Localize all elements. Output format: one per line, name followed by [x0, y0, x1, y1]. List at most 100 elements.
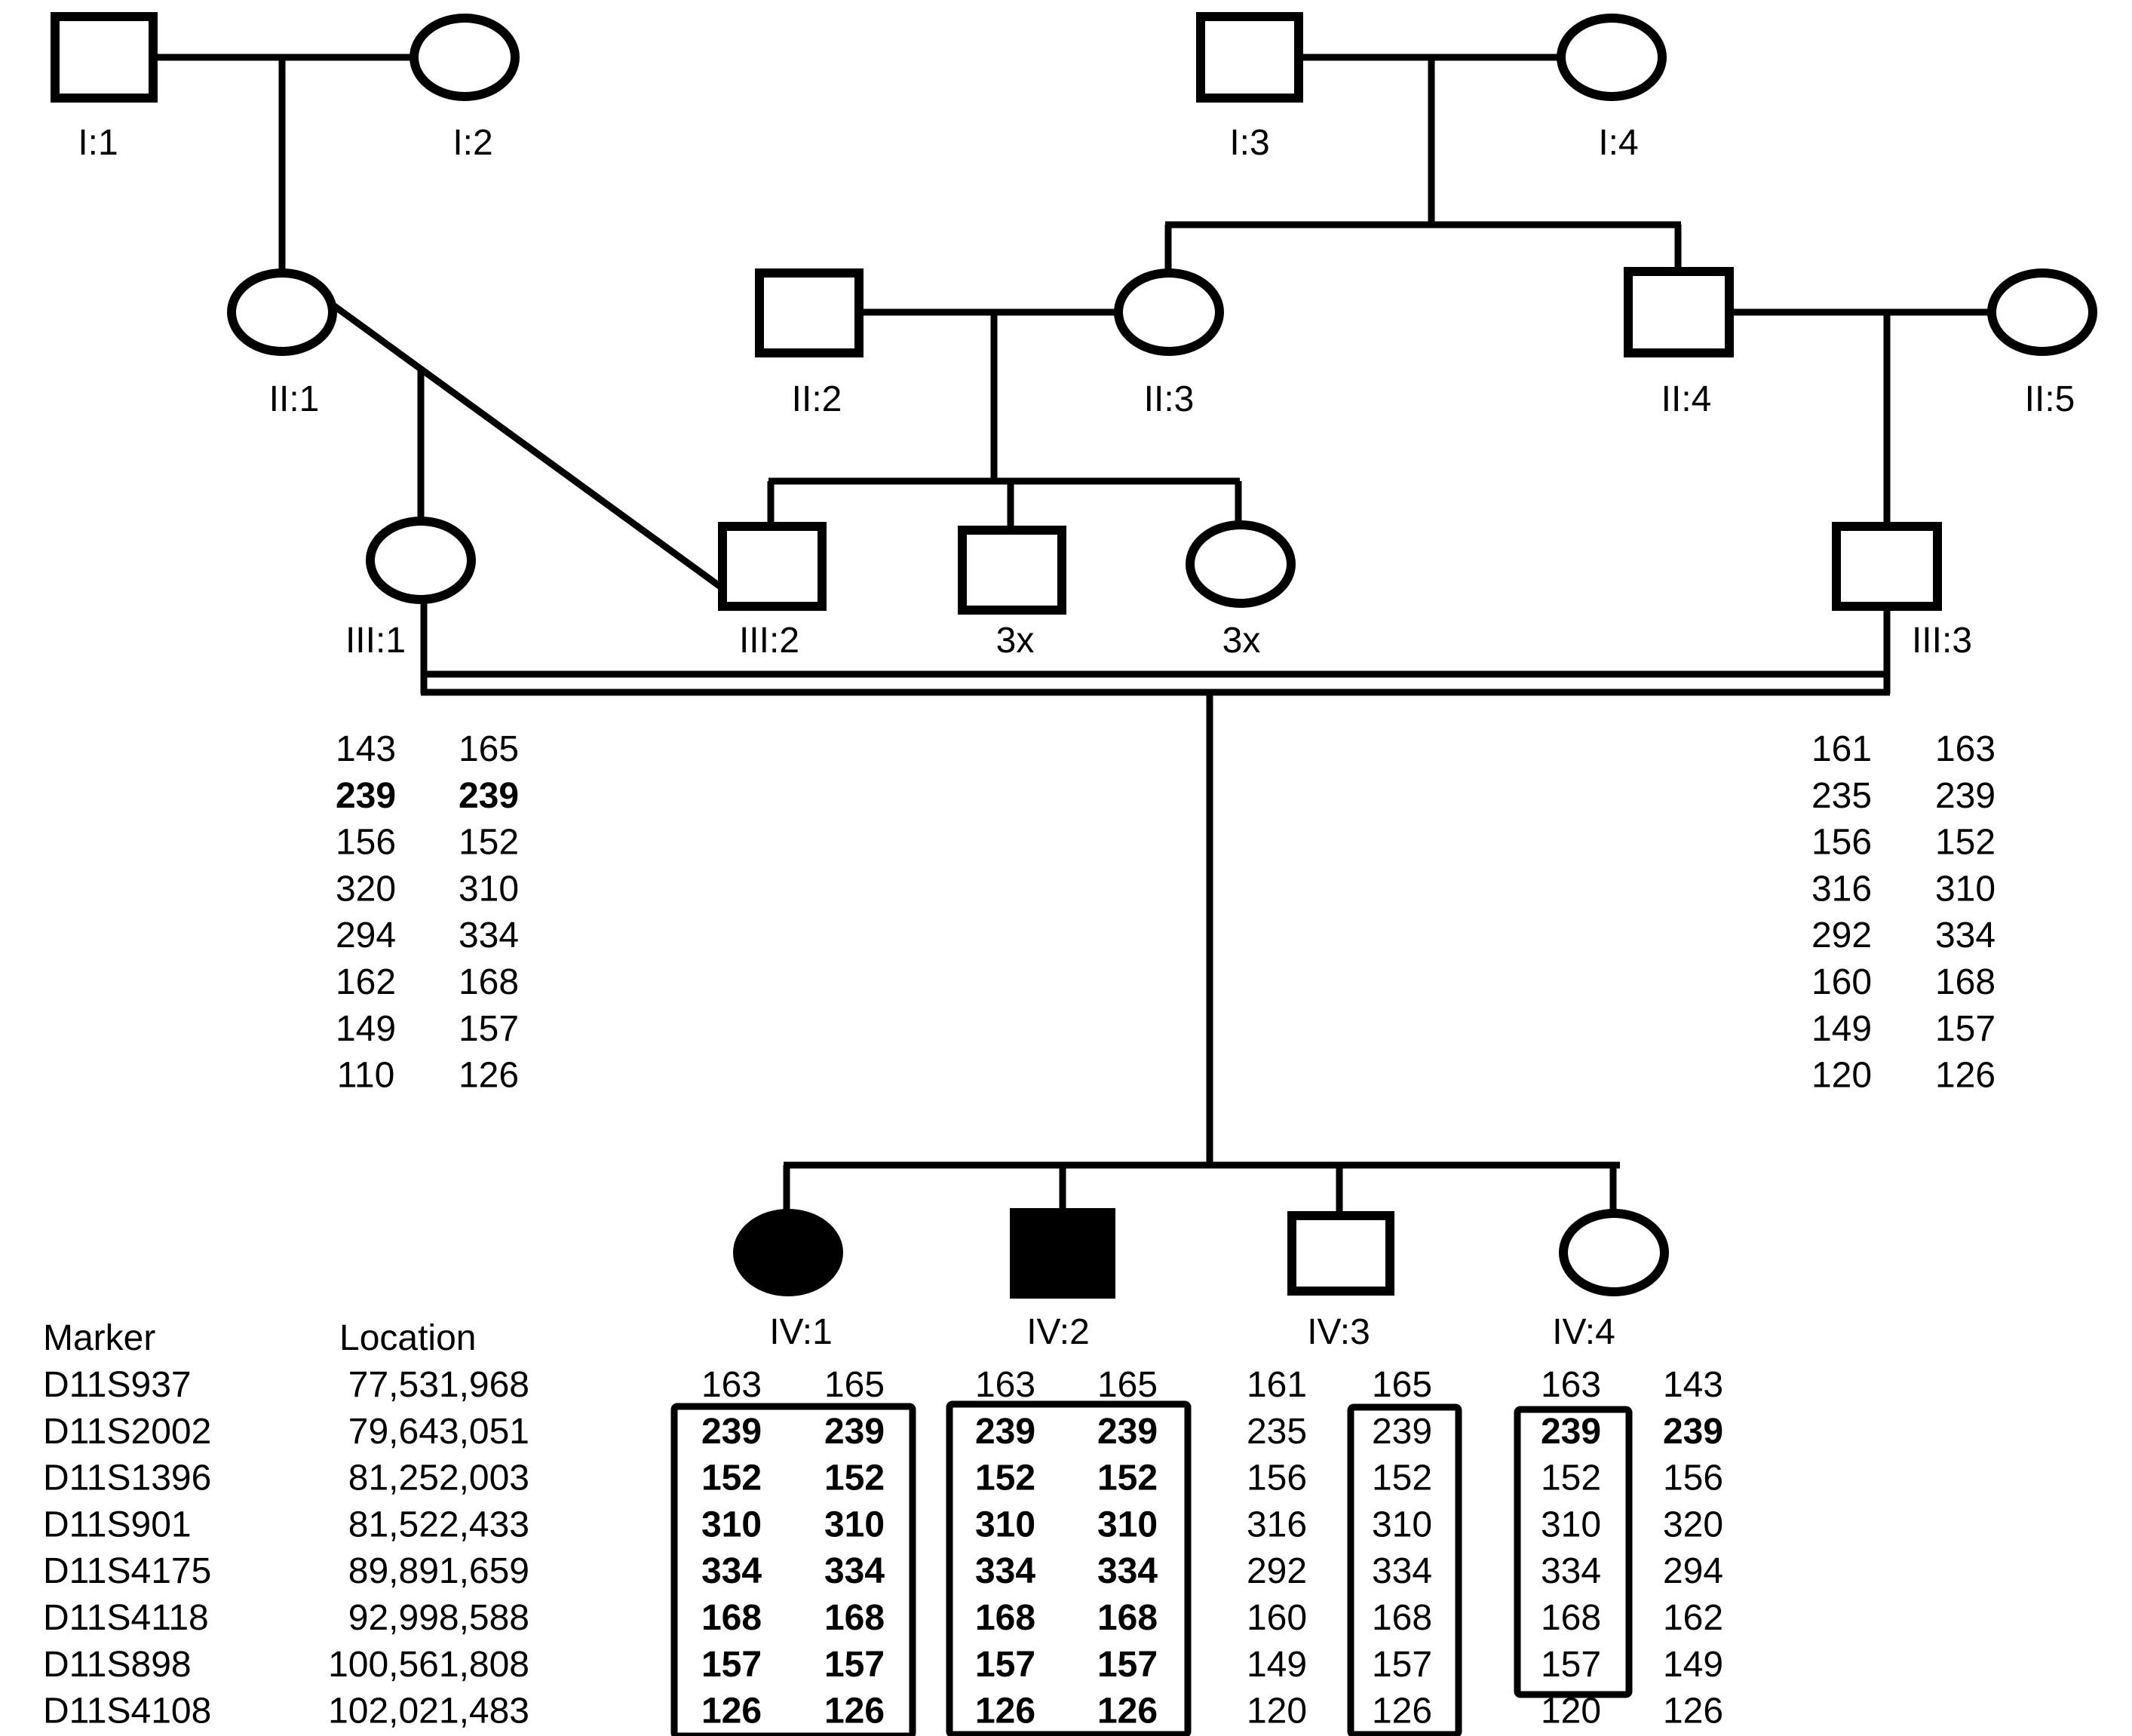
allele-a: 310: [975, 1504, 1035, 1544]
individual-II-2[interactable]: [755, 268, 864, 357]
label-I-3: I:3: [1229, 123, 1269, 163]
allele-b: 239: [1372, 1412, 1432, 1452]
label-II-5: II:5: [2025, 379, 2075, 419]
sibship-line-IV: [783, 1161, 1620, 1213]
allele-b: 168: [459, 962, 519, 1002]
allele-a: 235: [1247, 1412, 1307, 1452]
marker-location: 81,252,003: [348, 1458, 529, 1498]
allele-b: 334: [824, 1551, 885, 1591]
haplotype-box-IV-4: [1514, 1406, 1633, 1698]
marker-location: 100,561,808: [328, 1645, 529, 1685]
allele-a: 157: [975, 1645, 1035, 1685]
allele-b: 152: [1372, 1458, 1432, 1498]
allele-b: 320: [1663, 1504, 1723, 1544]
allele-a: 152: [1541, 1458, 1601, 1498]
allele-a: 160: [1811, 962, 1872, 1002]
allele-b: 168: [1935, 962, 1995, 1002]
individual-I-1[interactable]: [51, 12, 158, 103]
individual-I-3[interactable]: [1196, 12, 1303, 103]
allele-b: 157: [1372, 1645, 1432, 1685]
individual-III-sibs-male-3x[interactable]: [958, 526, 1066, 615]
allele-b: 168: [824, 1598, 885, 1638]
marker-name: D11S4108: [43, 1692, 211, 1731]
label-I-1: I:1: [78, 123, 118, 163]
allele-a: 152: [975, 1458, 1035, 1498]
relationship-lines-II1: [328, 300, 725, 591]
allele-a: 310: [701, 1504, 762, 1544]
individual-III-sibs-female-3x[interactable]: [1186, 520, 1296, 608]
individual-III-1[interactable]: [366, 517, 476, 604]
allele-b: 126: [1097, 1692, 1158, 1731]
allele-b: 310: [1935, 869, 1995, 909]
label-I-2: I:2: [452, 123, 492, 163]
individual-III-3[interactable]: [1832, 522, 1942, 611]
allele-b: 126: [459, 1056, 519, 1096]
individual-II-3[interactable]: [1114, 268, 1224, 356]
allele-a: 316: [1811, 869, 1872, 909]
allele-a: 162: [336, 962, 396, 1002]
allele-b: 126: [1663, 1692, 1723, 1731]
allele-a: 168: [1541, 1598, 1601, 1638]
marker-location: 102,021,483: [328, 1692, 529, 1731]
allele-a: 239: [975, 1412, 1035, 1452]
allele-b: 152: [1935, 823, 1995, 863]
allele-b: 165: [1097, 1365, 1158, 1405]
individual-IV-2-affected[interactable]: [1010, 1208, 1115, 1299]
mating-line-I1-I2: [153, 54, 413, 273]
allele-b: 168: [1097, 1598, 1158, 1638]
allele-b: 334: [1372, 1551, 1432, 1591]
mating-line-II4-II5: [1729, 308, 1991, 526]
allele-a: 161: [1247, 1365, 1307, 1405]
marker-name: D11S937: [43, 1365, 192, 1405]
label-IV-3: IV:3: [1307, 1312, 1370, 1352]
allele-a: 163: [975, 1365, 1035, 1405]
mating-line-II2-II3: [767, 308, 1242, 529]
allele-b: 126: [1372, 1692, 1432, 1731]
allele-b: 334: [1097, 1551, 1158, 1591]
individual-I-2[interactable]: [410, 14, 520, 101]
allele-a: 143: [336, 729, 396, 769]
allele-b: 239: [459, 776, 519, 816]
allele-a: 149: [336, 1009, 396, 1049]
allele-b: 157: [1935, 1009, 1995, 1049]
individual-IV-1-affected[interactable]: [733, 1209, 843, 1296]
individual-II-5[interactable]: [1987, 268, 2097, 356]
individual-IV-3[interactable]: [1287, 1211, 1394, 1296]
allele-b: 152: [459, 823, 519, 863]
individual-I-4[interactable]: [1557, 14, 1667, 101]
allele-a: 292: [1247, 1551, 1307, 1591]
allele-a: 161: [1811, 729, 1872, 769]
allele-b: 149: [1663, 1645, 1723, 1685]
individual-II-4[interactable]: [1624, 267, 1734, 357]
individual-II-1[interactable]: [227, 268, 337, 356]
allele-b: 168: [1372, 1598, 1432, 1638]
label-II-1: II:1: [269, 379, 320, 419]
allele-a: 149: [1811, 1009, 1872, 1049]
allele-a: 160: [1247, 1598, 1307, 1638]
allele-b: 239: [1935, 776, 1995, 816]
allele-a: 334: [701, 1551, 762, 1591]
label-I-4: I:4: [1598, 123, 1638, 163]
allele-a: 334: [975, 1551, 1035, 1591]
marker-location: 79,643,051: [348, 1412, 529, 1452]
label-III-3: III:3: [1912, 621, 1972, 661]
marker-name: D11S4175: [43, 1551, 211, 1591]
allele-b: 334: [1935, 916, 1995, 955]
allele-a: 292: [1811, 916, 1872, 955]
allele-a: 149: [1247, 1645, 1307, 1685]
allele-b: 310: [824, 1504, 885, 1544]
allele-b: 162: [1663, 1598, 1723, 1638]
location-column-header: Location: [339, 1318, 476, 1358]
allele-b: 156: [1663, 1458, 1723, 1498]
haplotype-box-IV-3: [1347, 1403, 1462, 1736]
individual-III-2[interactable]: [718, 522, 827, 611]
label-II-3: II:3: [1144, 379, 1195, 419]
label-II-4: II:4: [1661, 379, 1712, 419]
marker-name: D11S2002: [43, 1412, 211, 1452]
allele-b: 126: [824, 1692, 885, 1731]
individual-IV-4[interactable]: [1559, 1209, 1669, 1296]
allele-b: 310: [459, 869, 519, 909]
